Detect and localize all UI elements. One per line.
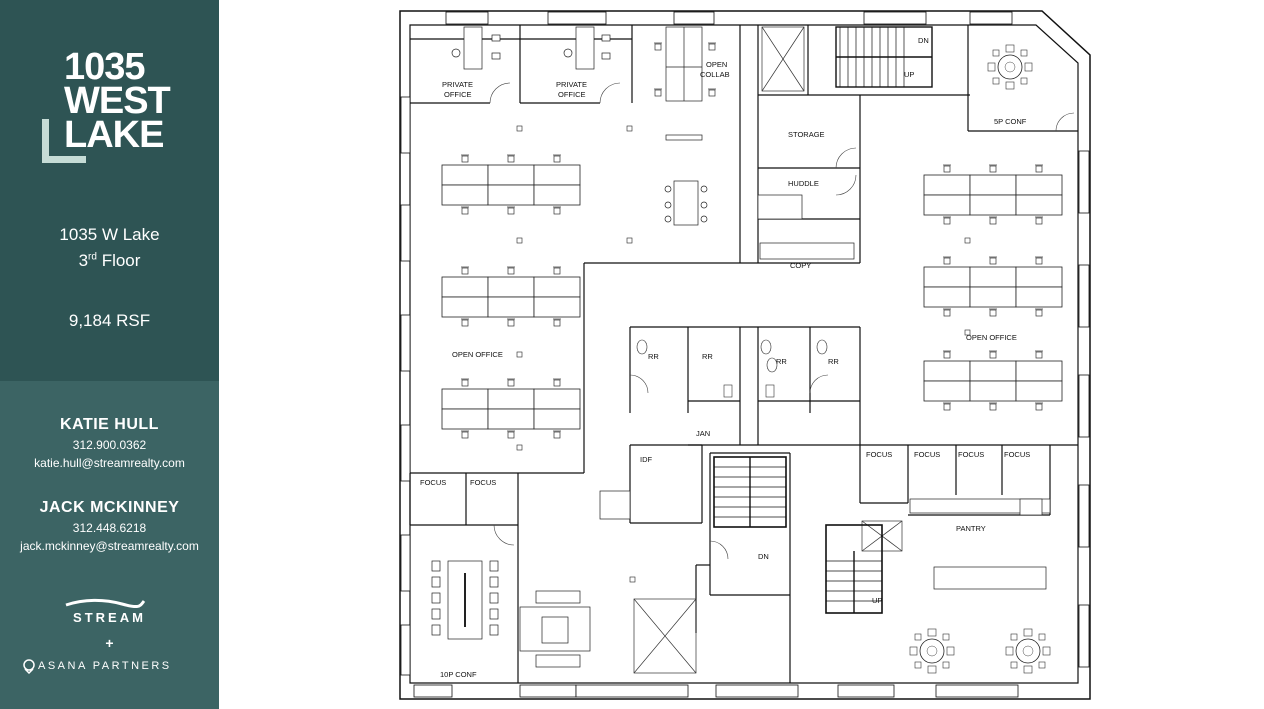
- contact-phone-1[interactable]: 312.900.0362: [72, 438, 147, 452]
- label-focus-5: FOCUS: [958, 450, 984, 459]
- property-address: 1035 W Lake: [59, 225, 160, 244]
- interior-walls: [409, 25, 1078, 683]
- label-rr-1: RR: [648, 352, 659, 361]
- open-collab-furniture: [653, 26, 717, 141]
- label-private-office-2b: OFFICE: [558, 90, 586, 99]
- property-panel: 1035 WEST LAKE 1035 W Lake 3rd Floor 9,1…: [0, 0, 219, 381]
- label-open-collab-b: COLLAB: [700, 70, 730, 79]
- label-huddle: HUDDLE: [788, 179, 819, 188]
- door-swings: [489, 82, 1075, 560]
- property-floor: 3rd Floor: [78, 251, 141, 270]
- label-rr-3: RR: [776, 357, 787, 366]
- label-stair-up-upper: UP: [904, 70, 914, 79]
- center-table: [664, 180, 708, 226]
- label-focus-4: FOCUS: [914, 450, 940, 459]
- label-private-office-1b: OFFICE: [444, 90, 472, 99]
- property-rsf: 9,184 RSF: [68, 311, 151, 330]
- elevator-shafts: [633, 26, 903, 674]
- windows-right: [1078, 150, 1090, 668]
- private-office-furniture: [451, 26, 611, 70]
- lobby-lounge: [519, 590, 591, 668]
- label-stair-dn-upper: DN: [918, 36, 929, 45]
- label-open-collab-a: OPEN: [706, 60, 727, 69]
- contact-email-2[interactable]: jack.mckinney@streamrealty.com: [20, 539, 199, 553]
- contacts-panel: KATIE HULL 312.900.0362 katie.hull@strea…: [0, 381, 219, 709]
- logo-line-2: WEST: [64, 80, 171, 122]
- contact-phone-2[interactable]: 312.448.6218: [72, 521, 147, 535]
- contact-name-2: JACK MCKINNEY: [39, 499, 180, 516]
- label-copy: COPY: [790, 261, 811, 270]
- contact-email-1[interactable]: katie.hull@streamrealty.com: [34, 456, 185, 470]
- label-focus-2: FOCUS: [470, 478, 496, 487]
- building-logo: 1035 WEST LAKE: [42, 46, 172, 166]
- logo-accent-foot: [42, 156, 86, 163]
- floor-outlets: [516, 125, 971, 583]
- label-idf: IDF: [640, 455, 653, 464]
- exterior-wall-outer: [399, 10, 1091, 700]
- label-10p-conf: 10P CONF: [440, 670, 477, 679]
- round-table-5p: [987, 44, 1033, 90]
- stream-wave-icon: [65, 598, 146, 609]
- restroom-fixtures: [636, 339, 828, 398]
- stair-treads-mid: [714, 466, 786, 518]
- logo-line-3: LAKE: [64, 114, 164, 156]
- stream-logo: STREAM: [73, 610, 146, 625]
- stair-treads-right: [826, 560, 882, 602]
- huddle-copy-furniture: [757, 194, 855, 260]
- label-5p-conf: 5P CONF: [994, 117, 1027, 126]
- conf-10p-furniture: [431, 560, 499, 640]
- label-focus-3: FOCUS: [866, 450, 892, 459]
- label-open-office-left: OPEN OFFICE: [452, 350, 503, 359]
- windows-top: [445, 11, 1013, 25]
- label-jan: JAN: [696, 429, 710, 438]
- windows-bottom: [413, 684, 1019, 698]
- logo-line-1: 1035: [64, 46, 146, 88]
- round-table-pantry-1: [909, 628, 955, 674]
- label-rr-2: RR: [702, 352, 713, 361]
- stair-treads-upper: [839, 27, 905, 87]
- pantry-furniture: [599, 490, 1051, 590]
- label-stair-up-lower: UP: [872, 596, 882, 605]
- round-table-pantry-2: [1005, 628, 1051, 674]
- label-open-office-right: OPEN OFFICE: [966, 333, 1017, 342]
- label-storage: STORAGE: [788, 130, 825, 139]
- asana-partners-logo: ASANA PARTNERS: [38, 660, 172, 672]
- label-pantry: PANTRY: [956, 524, 986, 533]
- windows-left: [400, 96, 411, 676]
- label-focus-1: FOCUS: [420, 478, 446, 487]
- floor-plan: PRIVATE OFFICE PRIVATE OFFICE OPEN COLLA…: [399, 10, 1091, 700]
- label-private-office-2a: PRIVATE: [556, 80, 587, 89]
- label-rr-4: RR: [828, 357, 839, 366]
- stairs: [713, 26, 933, 614]
- asana-pin-icon: [23, 659, 35, 674]
- brand-plus: +: [105, 635, 114, 651]
- logo-accent-bar: [42, 119, 49, 163]
- label-focus-6: FOCUS: [1004, 450, 1030, 459]
- sidebar: 1035 WEST LAKE 1035 W Lake 3rd Floor 9,1…: [0, 0, 219, 709]
- label-stair-dn-lower: DN: [758, 552, 769, 561]
- label-private-office-1a: PRIVATE: [442, 80, 473, 89]
- contact-name-1: KATIE HULL: [60, 416, 159, 433]
